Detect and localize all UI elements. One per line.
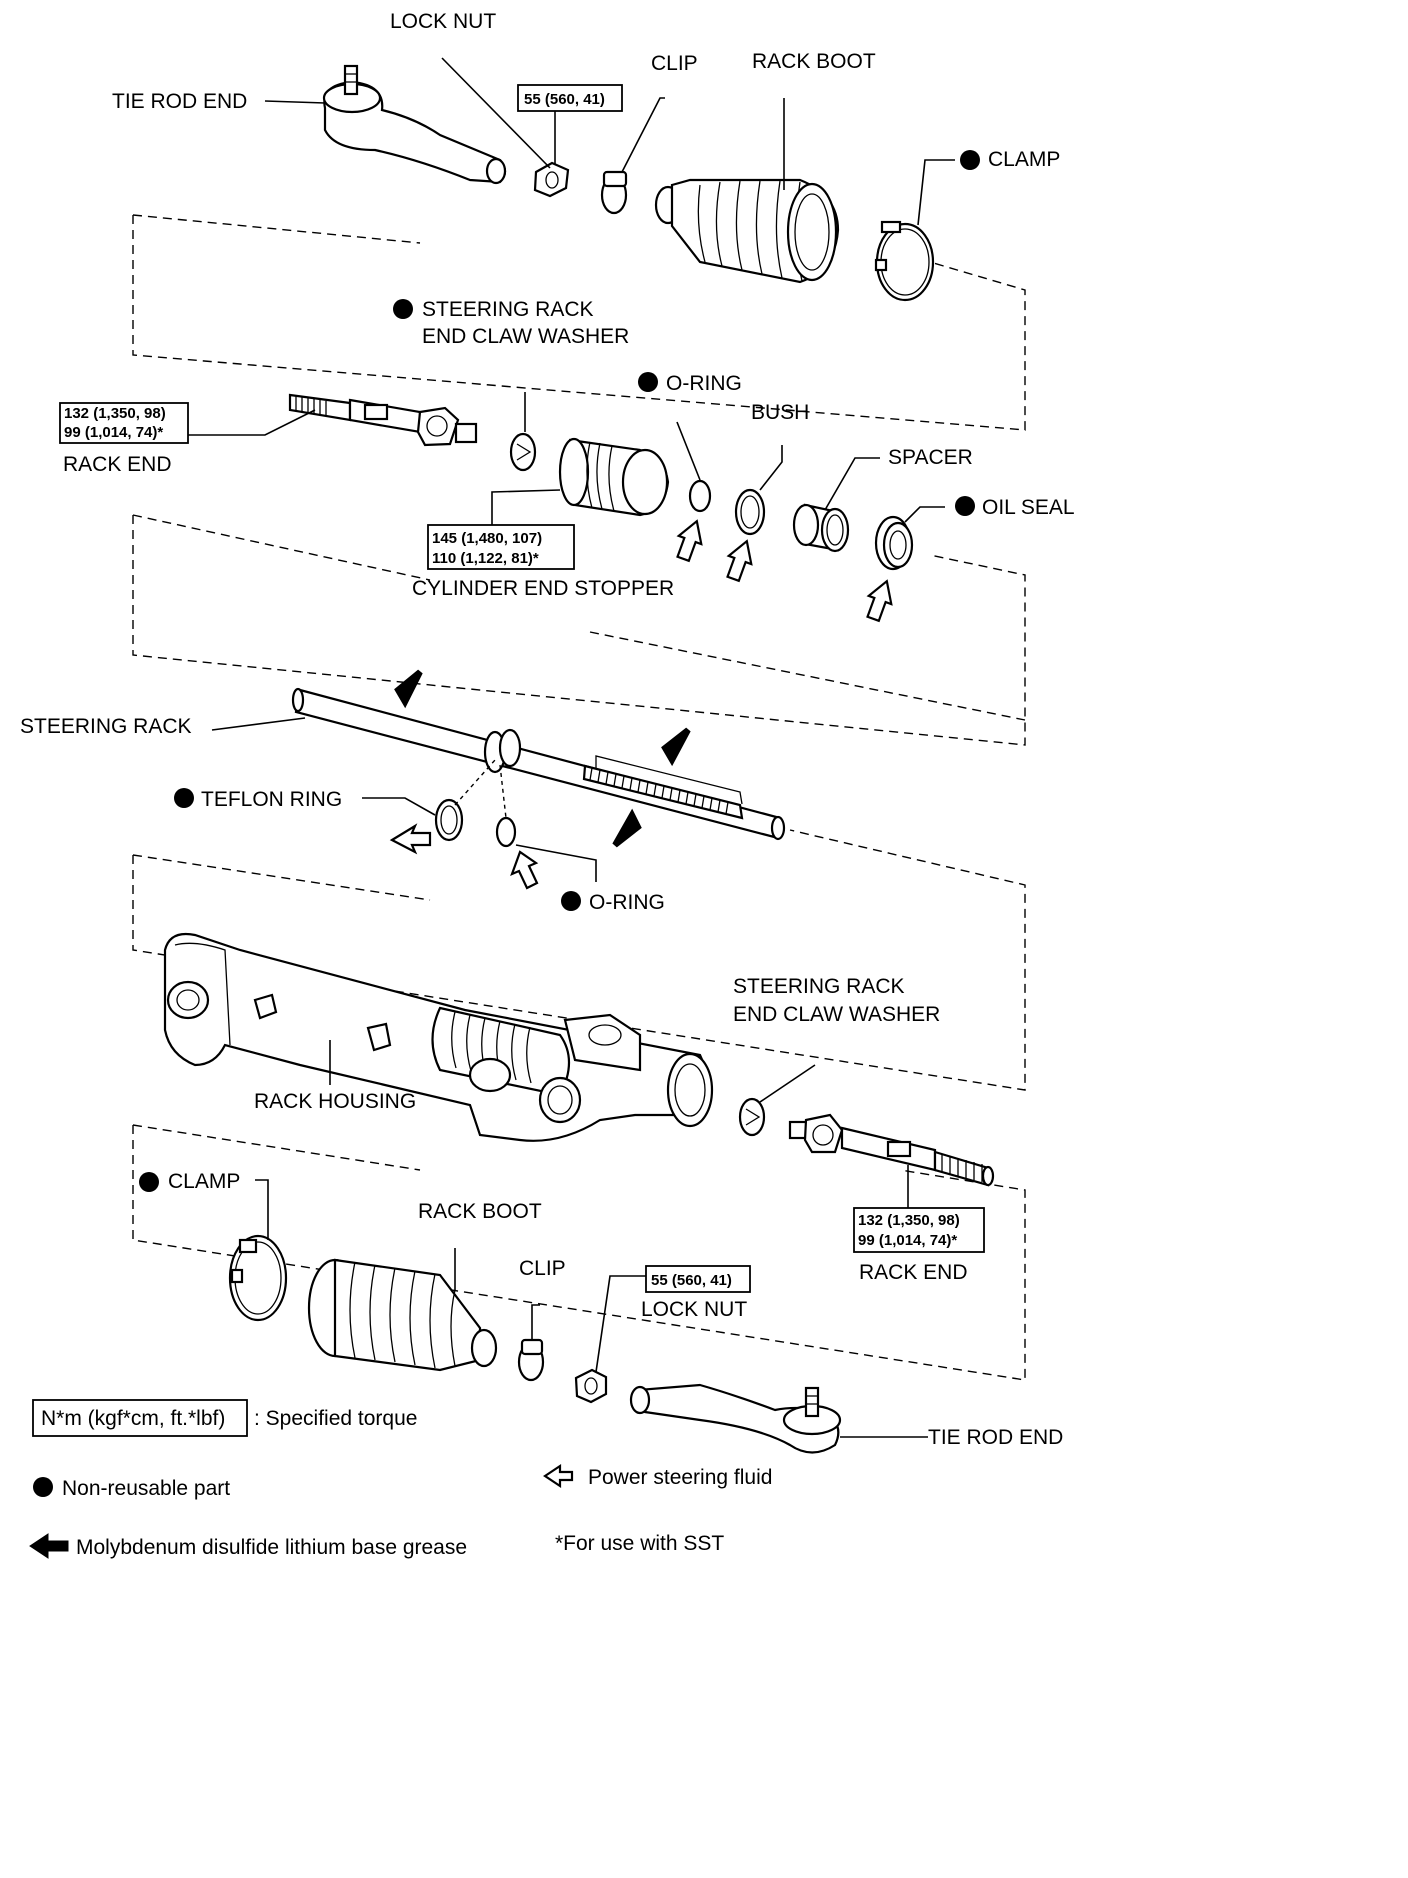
rack-end-top-torque-2: 99 (1,014, 74)* [64, 424, 163, 441]
teflon-ring [434, 798, 464, 842]
rack-boot-top-label: RACK BOOT [752, 50, 876, 73]
bush [734, 488, 766, 536]
fluid-arrow [866, 579, 893, 623]
lock-nut-bottom-torque-box [645, 1265, 751, 1293]
claw-washer-bottom [738, 1097, 766, 1137]
claw-washer-top-label-2: END CLAW WASHER [422, 325, 629, 348]
fluid-arrow [510, 850, 539, 890]
grease-arrow [612, 808, 642, 848]
claw-washer-bottom-label-1: STEERING RACK [733, 975, 905, 998]
clamp-bottom [228, 1234, 288, 1322]
rack-end-top-label: RACK END [63, 453, 172, 476]
rack-end-bottom-label: RACK END [859, 1261, 968, 1284]
non-reusable-dot [174, 788, 194, 808]
non-reusable-dot [561, 891, 581, 911]
rack-boot-bottom-label: RACK BOOT [418, 1200, 542, 1223]
cylinder-end-stopper [558, 437, 670, 517]
grease-arrow [394, 669, 423, 709]
spacer-label: SPACER [888, 446, 973, 469]
spacer [792, 503, 850, 553]
steering-gear-exploded-diagram: TIE ROD END LOCK NUT 55 (560, 41) CLIP R… [20, 10, 1075, 1559]
steering-rack [291, 687, 786, 841]
fluid-legend-arrow [543, 1463, 574, 1489]
steering-rack-label: STEERING RACK [20, 715, 192, 738]
lock-nut-top-torque-box [517, 84, 623, 112]
rack-end-bottom-torque-1: 132 (1,350, 98) [858, 1212, 960, 1229]
claw-washer-top-label-1: STEERING RACK [422, 298, 594, 321]
oil-seal-label: OIL SEAL [982, 496, 1075, 519]
lock-nut-top-torque: 55 (560, 41) [524, 91, 605, 108]
legend-grease: Molybdenum disulfide lithium base grease [76, 1536, 467, 1559]
non-reusable-dot [960, 150, 980, 170]
legend-non-reusable: Non-reusable part [62, 1477, 230, 1500]
legend-torque-text: : Specified torque [254, 1407, 417, 1430]
non-reusable-dot [393, 299, 413, 319]
grease-arrow [661, 727, 691, 767]
rack-end-top [288, 393, 478, 447]
non-reusable-dot [955, 496, 975, 516]
legend-torque-box [32, 1399, 248, 1437]
cylinder-end-stopper-label: CYLINDER END STOPPER [412, 577, 674, 600]
tie-rod-end-bottom-label: TIE ROD END [928, 1426, 1063, 1449]
stopper-torque-2: 110 (1,122, 81)* [432, 550, 539, 567]
lock-nut-bottom [574, 1368, 608, 1404]
lock-nut-bottom-torque: 55 (560, 41) [651, 1272, 732, 1289]
clip-top [600, 170, 628, 215]
lock-nut-top-label: LOCK NUT [390, 10, 496, 33]
rack-housing [163, 932, 714, 1142]
rack-end-top-torque-box [59, 402, 189, 444]
lock-nut-top [533, 161, 570, 198]
claw-washer-top [509, 432, 537, 472]
fluid-arrow [676, 519, 703, 563]
clamp-top [874, 220, 935, 302]
clamp-top-label: CLAMP [988, 148, 1060, 171]
rack-housing-label: RACK HOUSING [254, 1090, 416, 1113]
lock-nut-bottom-label: LOCK NUT [641, 1298, 747, 1321]
rack-end-bottom [788, 1113, 995, 1187]
tie-rod-end-top [322, 64, 507, 185]
tie-rod-end-bottom [629, 1383, 842, 1454]
non-reusable-dot [638, 372, 658, 392]
oil-seal [874, 515, 914, 571]
non-reusable-dot [139, 1172, 159, 1192]
rack-end-bottom-torque-box [853, 1207, 985, 1253]
clip-top-label: CLIP [651, 52, 698, 75]
o-ring-mid [495, 816, 517, 848]
o-ring-mid-label: O-RING [589, 891, 665, 914]
rack-boot-bottom [307, 1258, 498, 1372]
o-ring-top-label: O-RING [666, 372, 742, 395]
stopper-torque-box [427, 524, 575, 570]
clip-bottom-label: CLIP [519, 1257, 566, 1280]
fluid-arrow [726, 539, 753, 583]
grease-legend-arrow [29, 1533, 69, 1559]
clamp-bottom-label: CLAMP [168, 1170, 240, 1193]
o-ring-top [688, 479, 712, 513]
claw-washer-bottom-label-2: END CLAW WASHER [733, 1003, 940, 1026]
rack-end-bottom-torque-2: 99 (1,014, 74)* [858, 1232, 957, 1249]
bush-label: BUSH [751, 401, 809, 424]
legend-torque-box-text: N*m (kgf*cm, ft.*lbf) [41, 1407, 225, 1430]
non-reusable-dot [33, 1477, 53, 1497]
fluid-arrow [389, 823, 432, 855]
rack-boot-top [654, 178, 840, 284]
legend-sst: *For use with SST [555, 1532, 724, 1555]
clip-bottom [517, 1338, 545, 1382]
tie-rod-end-top-label: TIE ROD END [112, 90, 247, 113]
stopper-torque-1: 145 (1,480, 107) [432, 530, 542, 547]
legend: N*m (kgf*cm, ft.*lbf) : Specified torque… [29, 1399, 772, 1559]
legend-fluid: Power steering fluid [588, 1466, 772, 1489]
teflon-ring-label: TEFLON RING [201, 788, 342, 811]
rack-end-top-torque-1: 132 (1,350, 98) [64, 405, 166, 422]
